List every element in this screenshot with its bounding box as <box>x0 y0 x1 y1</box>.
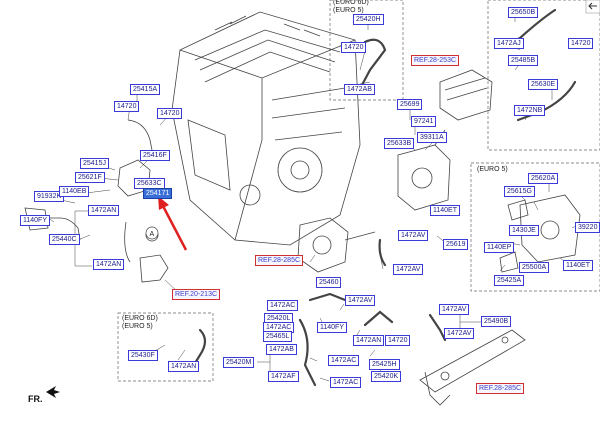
reference-link[interactable]: REF.28-285C <box>476 383 525 394</box>
part-label[interactable]: 25630E <box>528 79 559 90</box>
part-label[interactable]: 25620A <box>528 173 559 184</box>
part-label[interactable]: 25485B <box>508 55 539 66</box>
pipe-bracket <box>419 329 526 406</box>
part-label[interactable]: 1472AN <box>353 335 385 346</box>
part-label[interactable]: 1140EB <box>59 186 90 197</box>
part-label[interactable]: 1140ET <box>563 260 593 271</box>
part-label[interactable]: 1472AC <box>267 300 299 311</box>
reference-link[interactable]: REF.28-253C <box>411 55 460 66</box>
euro-group-box-bottom-left <box>117 312 214 382</box>
part-label[interactable]: 1472AV <box>444 328 475 339</box>
part-label[interactable]: 25430F <box>128 350 158 361</box>
group-caption-right: (EURO 5) <box>477 166 508 173</box>
part-label[interactable]: 39220 <box>575 222 600 233</box>
part-label[interactable]: 254171 <box>143 188 173 199</box>
part-label[interactable]: 25633B <box>384 138 415 149</box>
part-label[interactable]: 1472AN <box>168 361 200 372</box>
part-label[interactable]: 25465L <box>263 331 293 342</box>
part-label[interactable]: 14720 <box>341 42 367 53</box>
reference-link[interactable]: REF.20-213C <box>172 289 221 300</box>
part-label[interactable]: 25415A <box>130 84 161 95</box>
back-arrow-icon[interactable] <box>585 0 600 14</box>
part-label[interactable]: 25415J <box>80 158 109 169</box>
part-label[interactable]: 1472AV <box>398 230 429 241</box>
part-label[interactable]: 14720 <box>568 38 594 49</box>
part-label[interactable]: 25500A <box>519 262 550 273</box>
part-label[interactable]: 1140ET <box>430 205 460 216</box>
part-label[interactable]: 25425H <box>369 359 400 370</box>
callout-a: A <box>145 226 159 240</box>
callout-letter: A <box>150 231 155 238</box>
engine-block <box>171 11 361 246</box>
part-label[interactable]: 1472AV <box>439 304 470 315</box>
part-label[interactable]: 1140FY <box>20 215 50 226</box>
part-label[interactable]: 1472AV <box>393 264 424 275</box>
part-label[interactable]: 1472AV <box>345 295 376 306</box>
front-direction-label: FR. <box>28 394 43 404</box>
reference-link[interactable]: REF.28-285C <box>255 255 304 266</box>
part-label[interactable]: 14720 <box>114 101 140 112</box>
part-label[interactable]: 25420M <box>223 357 255 368</box>
part-label[interactable]: 25615G <box>504 186 535 197</box>
euro5-component <box>499 194 581 273</box>
part-label[interactable]: 1472AB <box>266 344 297 355</box>
part-label[interactable]: 25425A <box>494 275 525 286</box>
egr-cooler <box>439 69 493 121</box>
group-caption-bottom-left: (EURO 6D) (EURO 5) <box>122 315 158 330</box>
part-label[interactable]: 25420H <box>353 14 384 25</box>
group-caption-top: (EURO 6D) (EURO 5) <box>333 0 369 14</box>
part-label[interactable]: 25621F <box>75 172 105 183</box>
part-label[interactable]: 1140EP <box>484 242 515 253</box>
part-label[interactable]: 25650B <box>508 7 539 18</box>
part-label[interactable]: 1472AJ <box>494 38 524 49</box>
part-label[interactable]: 25699 <box>397 99 423 110</box>
part-label[interactable]: 97241 <box>411 116 437 127</box>
hose-group-box-right-top <box>487 0 600 151</box>
part-label[interactable]: 1140FY <box>317 322 347 333</box>
part-label[interactable]: 1472AB <box>344 84 375 95</box>
part-label[interactable]: 1430JE <box>509 225 539 236</box>
part-label[interactable]: 25416F <box>140 150 170 161</box>
part-label[interactable]: 1472AN <box>93 259 125 270</box>
red-indicator-arrow <box>158 196 188 251</box>
part-label[interactable]: 1472AC <box>330 377 362 388</box>
euro5-group-box-right <box>470 162 600 292</box>
part-label[interactable]: 25619 <box>443 239 469 250</box>
part-label[interactable]: 1472AC <box>328 355 360 366</box>
part-label[interactable]: 25460 <box>316 277 342 288</box>
hoses <box>190 8 577 387</box>
part-label[interactable]: 25440C <box>49 234 80 245</box>
part-label[interactable]: 39311A <box>417 132 447 143</box>
part-label[interactable]: 25490B <box>481 316 512 327</box>
part-label[interactable]: 1472AF <box>268 371 299 382</box>
part-label[interactable]: 1472AN <box>88 205 120 216</box>
front-arrow-icon <box>46 386 60 398</box>
part-label[interactable]: 14720 <box>157 108 183 119</box>
part-label[interactable]: 14720 <box>385 335 411 346</box>
part-label[interactable]: 1472NB <box>514 105 546 116</box>
thermostat-housing <box>297 217 376 273</box>
part-label[interactable]: 25420K <box>371 371 402 382</box>
